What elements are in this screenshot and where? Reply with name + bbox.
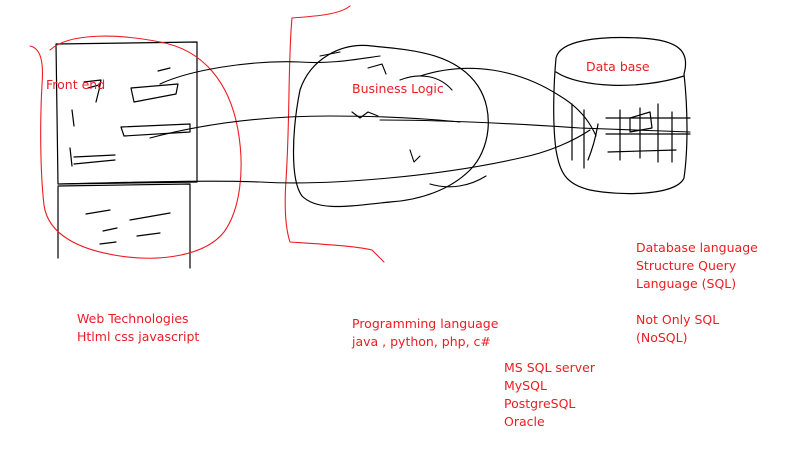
web-technologies-note: Web Technologies Htlml css javascript — [77, 310, 199, 346]
database-label: Data base — [586, 59, 650, 74]
programming-language-heading: Programming language — [352, 316, 499, 331]
database-language-note: Database language Structure Query Langua… — [636, 239, 758, 293]
business-red-bracket — [284, 5, 385, 263]
database-cylinder-drawing — [553, 36, 691, 195]
web-technologies-list: Htlml css javascript — [77, 329, 200, 344]
nosql-note: Not Only SQL (NoSQL) — [636, 311, 719, 347]
connection-lines — [59, 55, 691, 185]
frontend-monitor-drawing — [55, 41, 198, 269]
programming-language-note: Programming language java , python, php,… — [352, 315, 498, 351]
database-products-note: MS SQL server MySQL PostgreSQL Oracle — [504, 359, 595, 431]
programming-language-list: java , python, php, c# — [352, 334, 491, 349]
business-logic-label: Business Logic — [352, 81, 444, 96]
nosql-line-1: Not Only SQL — [636, 312, 720, 327]
business-logic-doodle — [319, 51, 487, 188]
front-end-label: Front end — [46, 77, 106, 92]
db-language-line-1: Database language — [636, 240, 758, 255]
db-product-oracle: Oracle — [504, 414, 545, 429]
web-technologies-heading: Web Technologies — [77, 311, 189, 326]
db-language-line-3: Language (SQL) — [636, 276, 737, 291]
db-product-mysql: MySQL — [504, 378, 547, 393]
business-logic-blob — [292, 44, 489, 208]
db-language-line-2: Structure Query — [636, 258, 737, 273]
frontend-red-outline — [29, 35, 242, 259]
db-product-postgresql: PostgreSQL — [504, 396, 576, 411]
db-product-mssql: MS SQL server — [504, 360, 595, 375]
nosql-line-2: (NoSQL) — [636, 330, 688, 345]
